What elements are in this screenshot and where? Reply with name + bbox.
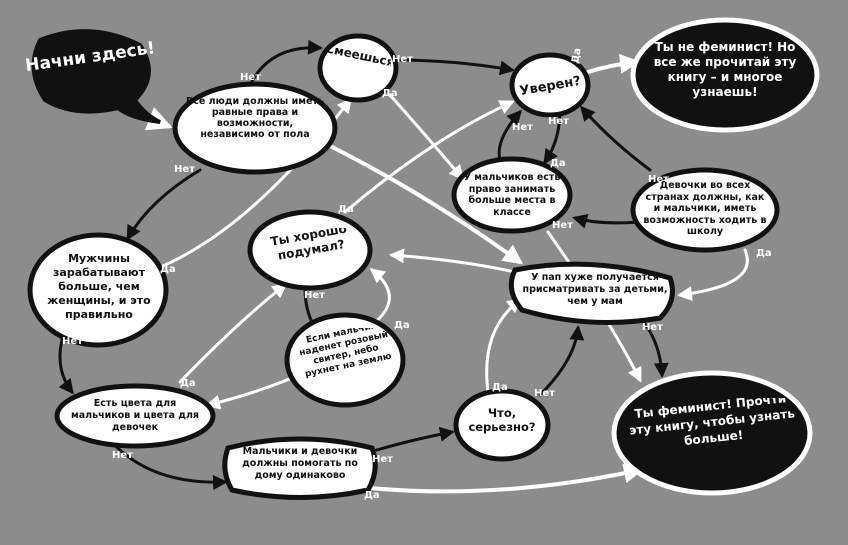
arrow-pink-to-colors <box>205 376 294 410</box>
label-yes-sure: Да <box>570 47 584 64</box>
arrow-colors-to-housework <box>108 438 228 490</box>
label-yes-equal: Да <box>304 140 320 151</box>
arrow-equal-to-men <box>126 168 202 241</box>
arrow-laughing-to-sure <box>393 58 515 76</box>
arrow-thought-to-sure <box>343 100 515 214</box>
node-dads-worse-text: У пап хуже получается присматривать за д… <box>522 272 668 307</box>
node-housework-text: Мальчики и девочки должны помогать по до… <box>242 446 358 481</box>
label-yes-men: Да <box>160 264 176 275</box>
node-girls-school-text: Девочки во всех странах должны, как и ма… <box>643 180 767 237</box>
node-pink-sweater-text: Если мальчик наденет розовый свитер, неб… <box>298 328 393 380</box>
node-laughing-text: Смеешься? <box>325 48 391 71</box>
label-no-thought: Нет <box>304 290 325 301</box>
arrow-equal-to-laughing <box>248 39 323 87</box>
label-yes-housework: Да <box>364 490 380 501</box>
node-colors: Есть цвета для мальчиков и цвета для дев… <box>54 383 216 449</box>
label-yes-thought: Да <box>338 204 354 215</box>
node-boys-space: У мальчиков есть право занимать больше м… <box>451 156 573 234</box>
node-men-earn-box: Мужчины зарабатывают больше, чем женщины… <box>47 252 151 321</box>
label-no-men: Нет <box>62 336 83 347</box>
label-no-equal-top: Нет <box>240 72 261 83</box>
node-pink-sweater: Если мальчик наденет розовый свитер, неб… <box>284 312 406 408</box>
arrow-colors-to-thought <box>178 283 288 384</box>
label-yes-boys: Да <box>550 158 566 169</box>
node-dads-worse-box: У пап хуже получается присматривать за д… <box>522 272 668 307</box>
label-yes-pink: Да <box>394 320 410 331</box>
label-yes-colors: Да <box>180 378 196 389</box>
label-no-girls: Нет <box>648 174 669 185</box>
node-laughing-box: Смеешься? <box>325 48 391 71</box>
label-no-sure-a: Нет <box>512 122 533 133</box>
node-start: Начни здесь! <box>24 29 161 124</box>
node-equal-rights-text: Все люди должны иметь равные права и воз… <box>186 96 324 140</box>
node-thought-well: Ты хорошо подумал? <box>247 209 373 291</box>
node-equal-rights-box: Все люди должны иметь равные права и воз… <box>186 96 324 140</box>
node-feminist-box: Ты феминист! Прочти эту книгу, чтобы узн… <box>628 398 796 448</box>
arrow-seriously-to-thought <box>485 298 523 394</box>
node-girls-school-box: Девочки во всех странах должны, как и ма… <box>643 180 767 237</box>
node-feminist: Ты феминист! Прочти эту книгу, чтобы узн… <box>611 370 813 496</box>
node-not-feminist-text: Ты не феминист! Но все же прочитай эту к… <box>653 40 797 99</box>
label-yes-laughing: Да <box>382 88 398 99</box>
label-no-equal-left: Нет <box>174 164 195 175</box>
node-seriously-box: Что, серьезно? <box>468 406 536 434</box>
arrow-seriously-to-dads <box>538 325 585 397</box>
arrow-girls-to-dads <box>677 248 749 301</box>
label-no-dads: Нет <box>642 322 663 333</box>
node-laughing: Смеешься? <box>317 33 399 103</box>
arrow-dads-to-thought <box>389 248 517 274</box>
label-no-colors: Нет <box>112 450 133 461</box>
label-yes-seriously: Да <box>492 382 508 393</box>
arrow-housework-to-feminist <box>368 463 644 494</box>
node-not-feminist-box: Ты не феминист! Но все же прочитай эту к… <box>653 40 797 99</box>
label-no-sure-b: Нет <box>548 116 569 127</box>
label-no-laughing: Нет <box>392 54 413 65</box>
node-sure: Уверен? <box>509 52 591 118</box>
arrow-girls-to-boys <box>572 214 642 229</box>
node-feminist-text: Ты феминист! Прочти эту книгу, чтобы узн… <box>628 398 796 448</box>
node-colors-text: Есть цвета для мальчиков и цвета для дев… <box>70 398 200 433</box>
node-thought-well-box: Ты хорошо подумал? <box>269 228 348 263</box>
node-thought-well-text: Ты хорошо подумал? <box>269 228 348 263</box>
node-girls-school: Девочки во всех странах должны, как и ма… <box>630 167 780 253</box>
arrow-equal-to-dads <box>316 138 524 265</box>
arrow-boys-to-sure <box>497 109 522 162</box>
label-no-seriously: Нет <box>534 388 555 399</box>
node-men-earn-text: Мужчины зарабатывают больше, чем женщины… <box>47 252 151 321</box>
node-boys-space-box: У мальчиков есть право занимать больше м… <box>463 172 561 218</box>
node-housework: Мальчики и девочки должны помогать по до… <box>222 436 378 500</box>
edge-labels: Нет Нет Да Да Нет Нет Нет Да Да Нет Да Н… <box>62 47 772 501</box>
arrow-laughing-to-boys <box>388 93 464 181</box>
label-yes-girls: Да <box>756 248 772 259</box>
node-men-earn: Мужчины зарабатывают больше, чем женщины… <box>27 232 169 348</box>
node-equal-rights: Все люди должны иметь равные права и воз… <box>172 81 338 175</box>
node-colors-box: Есть цвета для мальчиков и цвета для дев… <box>70 398 200 433</box>
arrow-men-to-colors <box>58 338 74 395</box>
arrow-sure-to-not-feminist <box>586 53 640 74</box>
label-no-housework: Нет <box>372 454 393 465</box>
node-seriously-text: Что, серьезно? <box>468 406 536 434</box>
node-boys-space-text: У мальчиков есть право занимать больше м… <box>463 172 561 218</box>
label-no-boys: Нет <box>552 220 573 231</box>
arrow-girls-to-sure <box>580 105 652 172</box>
node-dads-worse: У пап хуже получается присматривать за д… <box>508 261 675 325</box>
node-pink-sweater-box: Если мальчик наденет розовый свитер, неб… <box>298 328 393 380</box>
arrow-housework-to-seriously <box>368 426 455 454</box>
node-housework-box: Мальчики и девочки должны помогать по до… <box>242 446 358 481</box>
node-not-feminist: Ты не феминист! Но все же прочитай эту к… <box>630 17 820 133</box>
node-seriously: Что, серьезно? <box>453 388 551 462</box>
